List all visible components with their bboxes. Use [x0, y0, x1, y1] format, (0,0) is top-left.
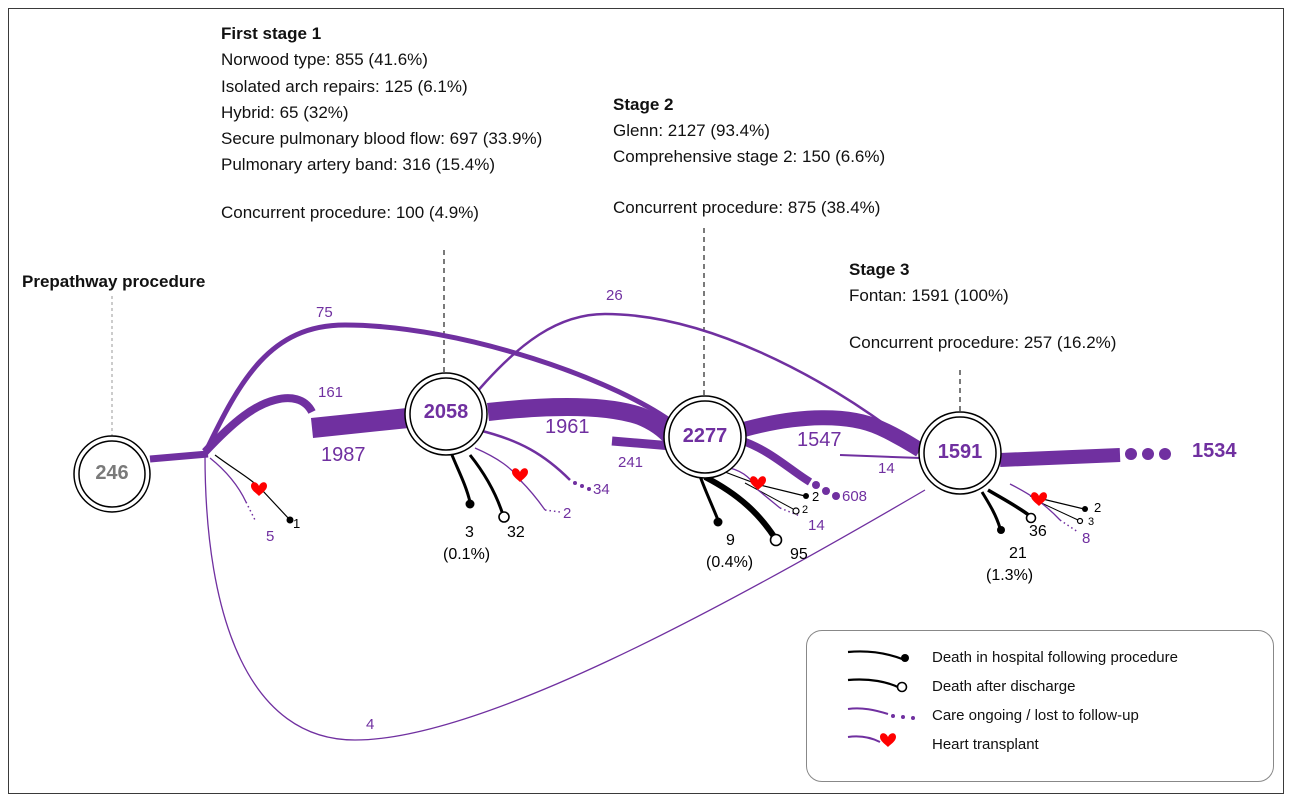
legend-death-in-hospital: Death in hospital following procedure — [932, 649, 1178, 666]
stage2-line: Comprehensive stage 2: 150 (6.6%) — [613, 147, 886, 166]
node-stage3 — [918, 411, 1002, 495]
flow-label-608: 608 — [842, 488, 868, 505]
stage1-node-value: 2058 — [423, 401, 469, 423]
flow-label-14: 14 — [878, 460, 895, 477]
prepathway-title: Prepathway procedure — [22, 272, 206, 291]
flow-label-1547: 1547 — [797, 429, 842, 451]
legend: Death in hospital following procedure De… — [806, 630, 1274, 782]
flow-label-34: 34 — [593, 481, 610, 498]
flow-label-26: 26 — [606, 287, 623, 304]
stage3-line: Fontan: 1591 (100%) — [849, 286, 1009, 305]
stage1-line: Pulmonary artery band: 316 (15.4%) — [221, 155, 496, 174]
flow-label-4: 4 — [366, 716, 375, 733]
flow-label-161: 161 — [318, 384, 344, 401]
stage3-node-value: 1591 — [937, 441, 983, 463]
flow-4 — [204, 454, 926, 741]
s2-death-count-a: 2 — [812, 489, 820, 504]
flow-label-1987: 1987 — [321, 444, 366, 466]
s1-death-after-count: 32 — [507, 524, 525, 541]
s1-death-hosp-count: 3 — [465, 524, 474, 541]
pre-death-after-count: 1 — [293, 516, 301, 531]
flow-label-241: 241 — [618, 454, 644, 471]
s3-ongoing-count: 8 — [1082, 530, 1091, 547]
flow-label-1534: 1534 — [1192, 440, 1237, 462]
s2-ongoing-count: 14 — [808, 517, 825, 534]
flow-241 — [611, 436, 673, 451]
s2-death-hosp-count: 9 — [726, 532, 735, 549]
s3-death-count-a: 2 — [1094, 500, 1102, 515]
legend-heart-transplant: Heart transplant — [932, 736, 1039, 753]
stage1-line: Hybrid: 65 (32%) — [221, 103, 349, 122]
s3-death-after-count: 36 — [1029, 523, 1047, 540]
flow-1961 — [487, 398, 679, 445]
flow-1534 — [999, 448, 1121, 467]
s2-death-hosp-pct: (0.4%) — [706, 554, 754, 571]
stage2-node-value: 2277 — [682, 425, 728, 447]
flow-1987 — [310, 408, 410, 438]
flow-1547 — [740, 410, 924, 457]
s3-death-hosp-count: 21 — [1009, 545, 1027, 562]
figure-frame — [8, 8, 1284, 794]
pre-ongoing-count: 5 — [266, 528, 275, 545]
stage2-title: Stage 2 — [613, 95, 674, 114]
flow-34 — [477, 428, 571, 481]
s1-death-hosp-pct: (0.1%) — [443, 546, 491, 563]
prepathway-node-value: 246 — [95, 462, 129, 484]
stage3-concurrent: Concurrent procedure: 257 (16.2%) — [849, 333, 1117, 352]
flow-26 — [469, 312, 926, 456]
stage3-title: Stage 3 — [849, 260, 910, 279]
flow-label-1961: 1961 — [545, 416, 590, 438]
legend-death-after-discharge: Death after discharge — [932, 678, 1076, 695]
stage1-line: Isolated arch repairs: 125 (6.1%) — [221, 77, 468, 96]
stage1-line: Norwood type: 855 (41.6%) — [221, 50, 428, 69]
flow-161 — [202, 394, 316, 455]
flow-608 — [738, 436, 813, 486]
stage1-line: Secure pulmonary blood flow: 697 (33.9%) — [221, 129, 543, 148]
node-stage1 — [404, 372, 488, 456]
s3-death-hosp-pct: (1.3%) — [986, 567, 1034, 584]
flow-14 — [839, 454, 921, 459]
legend-care-ongoing: Care ongoing / lost to follow-up — [932, 707, 1139, 724]
stage2-concurrent: Concurrent procedure: 875 (38.4%) — [613, 198, 881, 217]
s2-death-count-b: 2 — [802, 504, 809, 516]
flow-75 — [202, 322, 682, 455]
s3-death-count-b: 3 — [1088, 516, 1095, 528]
s1-ongoing-count: 2 — [563, 505, 572, 522]
node-prepathway — [73, 435, 151, 513]
stage2-line: Glenn: 2127 (93.4%) — [613, 121, 770, 140]
stage1-title: First stage 1 — [221, 24, 322, 43]
s2-death-after-count: 95 — [790, 546, 808, 563]
flow-246-out — [149, 450, 209, 463]
stage1-concurrent: Concurrent procedure: 100 (4.9%) — [221, 203, 479, 222]
flow-label-75: 75 — [316, 304, 333, 321]
node-stage2 — [663, 395, 747, 479]
